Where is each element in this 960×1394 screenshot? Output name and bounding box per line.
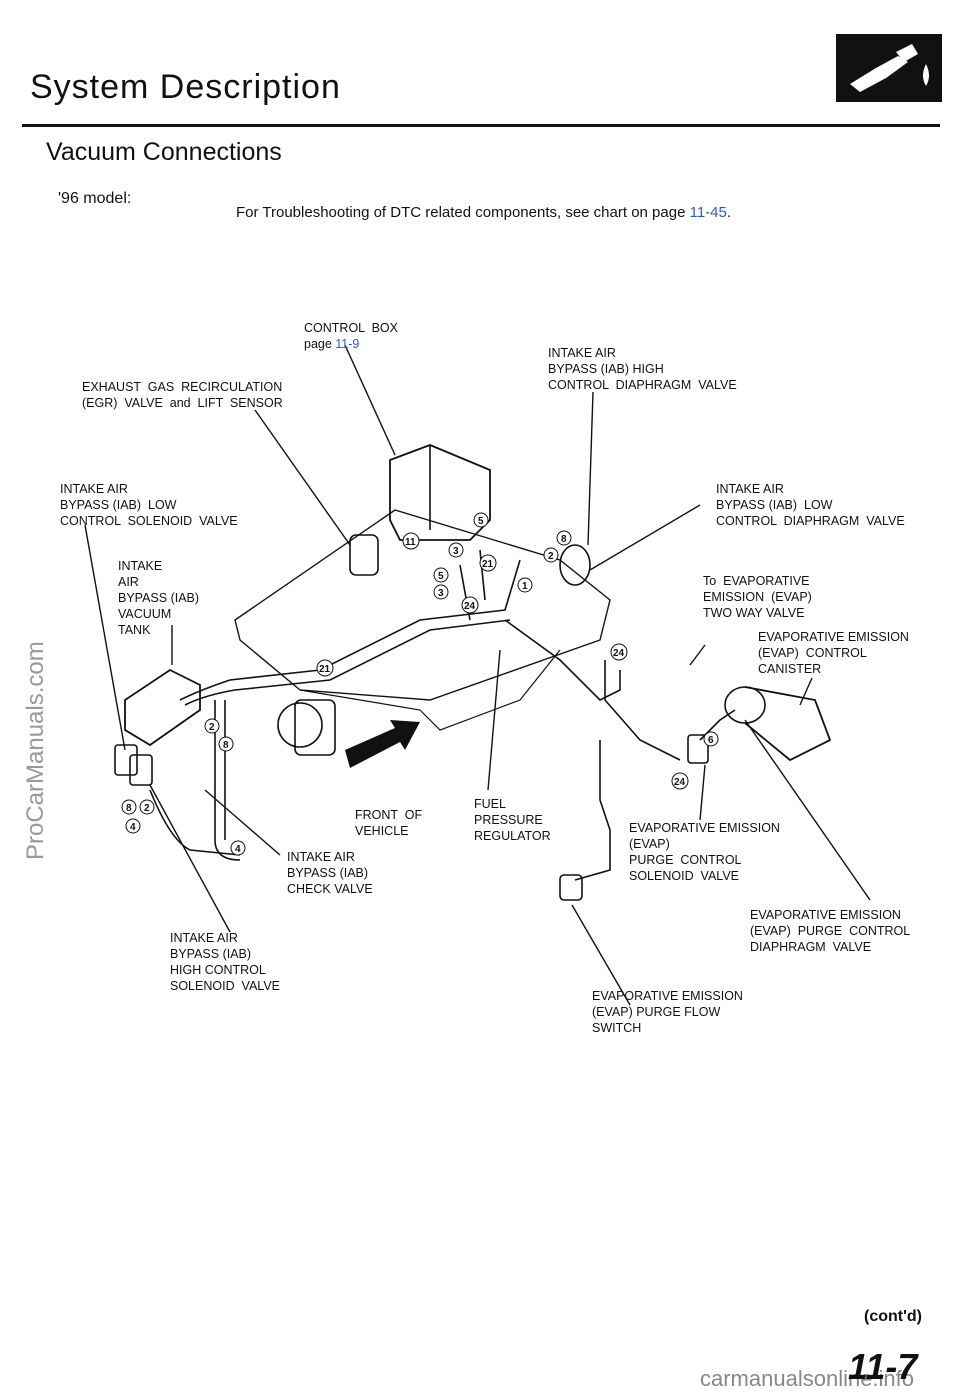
hose-tag-3b: 3	[433, 584, 449, 600]
label-iab-low-diaphragm: INTAKE AIR BYPASS (IAB) LOW CONTROL DIAP…	[716, 482, 905, 528]
svg-text:3: 3	[453, 546, 459, 557]
label-iab-high-solenoid: INTAKE AIR BYPASS (IAB) HIGH CONTROL SOL…	[170, 931, 280, 993]
front-arrow	[345, 720, 420, 768]
hose-tag-8c: 8	[121, 799, 137, 815]
label-front-of-vehicle: FRONT OF VEHICLE	[355, 808, 423, 838]
label-iab-high-diaphragm: INTAKE AIR BYPASS (IAB) HIGH CONTROL DIA…	[548, 346, 737, 392]
svg-text:2: 2	[209, 722, 215, 733]
svg-text:5: 5	[478, 516, 484, 527]
label-evap-purge-solenoid: EVAPORATIVE EMISSION (EVAP) PURGE CONTRO…	[629, 821, 780, 883]
hose-tag-4a: 4	[125, 818, 141, 834]
control-box-page-link[interactable]: 11-9	[335, 337, 360, 351]
section-title: Vacuum Connections	[46, 138, 282, 166]
continued-label: (cont'd)	[863, 1308, 922, 1325]
hose-tag-21a: 21	[479, 554, 497, 572]
svg-text:2: 2	[548, 551, 554, 562]
svg-text:8: 8	[126, 803, 132, 814]
note-suffix: .	[726, 204, 732, 221]
page-number: 11-7	[848, 1346, 918, 1387]
svg-text:24: 24	[464, 601, 476, 612]
hose-tag-5a: 5	[473, 512, 489, 528]
svg-text:24: 24	[613, 648, 625, 659]
hose-tag-24a: 24	[461, 596, 479, 614]
svg-text:21: 21	[319, 664, 331, 675]
note-page-link[interactable]: 11-45	[689, 204, 727, 221]
label-evap-purge-flow: EVAPORATIVE EMISSION (EVAP) PURGE FLOW S…	[592, 989, 743, 1035]
svg-text:5: 5	[438, 571, 444, 582]
svg-text:2: 2	[144, 803, 150, 814]
hose-tag-3a: 3	[448, 542, 464, 558]
troubleshooting-note: For Troubleshooting of DTC related compo…	[236, 204, 731, 221]
hose-tag-24b: 24	[610, 643, 628, 661]
hose-tag-21b: 21	[316, 659, 334, 677]
label-iab-vacuum-tank: INTAKE AIR BYPASS (IAB) VACUUM TANK	[118, 559, 200, 637]
hose-tag-4b: 4	[230, 840, 246, 856]
hose-tag-8a: 8	[556, 530, 572, 546]
svg-text:4: 4	[130, 822, 136, 833]
label-egr-valve: EXHAUST GAS RECIRCULATION (EGR) VALVE an…	[82, 380, 283, 410]
svg-text:21: 21	[482, 559, 494, 570]
label-fuel-pressure-regulator: FUEL PRESSURE REGULATOR	[474, 797, 551, 843]
hose-tag-1: 1	[517, 577, 533, 593]
hose-tag-2c: 2	[139, 799, 155, 815]
hose-tag-6: 6	[703, 731, 719, 747]
svg-text:11: 11	[405, 537, 416, 548]
hose-tag-8b: 8	[218, 736, 234, 752]
hose-tag-2b: 2	[204, 718, 220, 734]
bottom-watermark: carmanualsonline.info	[700, 1366, 915, 1391]
fuel-nozzle-icon	[836, 34, 942, 102]
side-watermark: ProCarManuals.com	[22, 641, 49, 860]
hose-tag-2a: 2	[543, 547, 559, 563]
page-title: System Description	[30, 68, 341, 106]
svg-text:3: 3	[438, 588, 444, 599]
svg-text:24: 24	[674, 777, 686, 788]
label-evap-canister: EVAPORATIVE EMISSION (EVAP) CONTROL CANI…	[758, 630, 909, 676]
hose-tag-11: 11	[402, 532, 420, 550]
svg-text:8: 8	[561, 534, 567, 545]
label-evap-purge-diaphragm: EVAPORATIVE EMISSION (EVAP) PURGE CONTRO…	[750, 908, 911, 954]
label-iab-low-solenoid: INTAKE AIR BYPASS (IAB) LOW CONTROL SOLE…	[60, 482, 238, 528]
svg-text:8: 8	[223, 740, 229, 751]
label-iab-check-valve: INTAKE AIR BYPASS (IAB) CHECK VALVE	[287, 850, 373, 896]
label-evap-two-way: To EVAPORATIVE EMISSION (EVAP) TWO WAY V…	[703, 574, 812, 620]
note-prefix: For Troubleshooting of DTC related compo…	[236, 204, 690, 221]
svg-text:1: 1	[522, 581, 528, 592]
svg-text:6: 6	[708, 735, 714, 746]
hose-tag-5b: 5	[433, 567, 449, 583]
model-label: '96 model:	[58, 190, 132, 207]
hose-tag-24c: 24	[671, 772, 689, 790]
header-rule	[22, 124, 940, 127]
svg-text:4: 4	[235, 844, 241, 855]
